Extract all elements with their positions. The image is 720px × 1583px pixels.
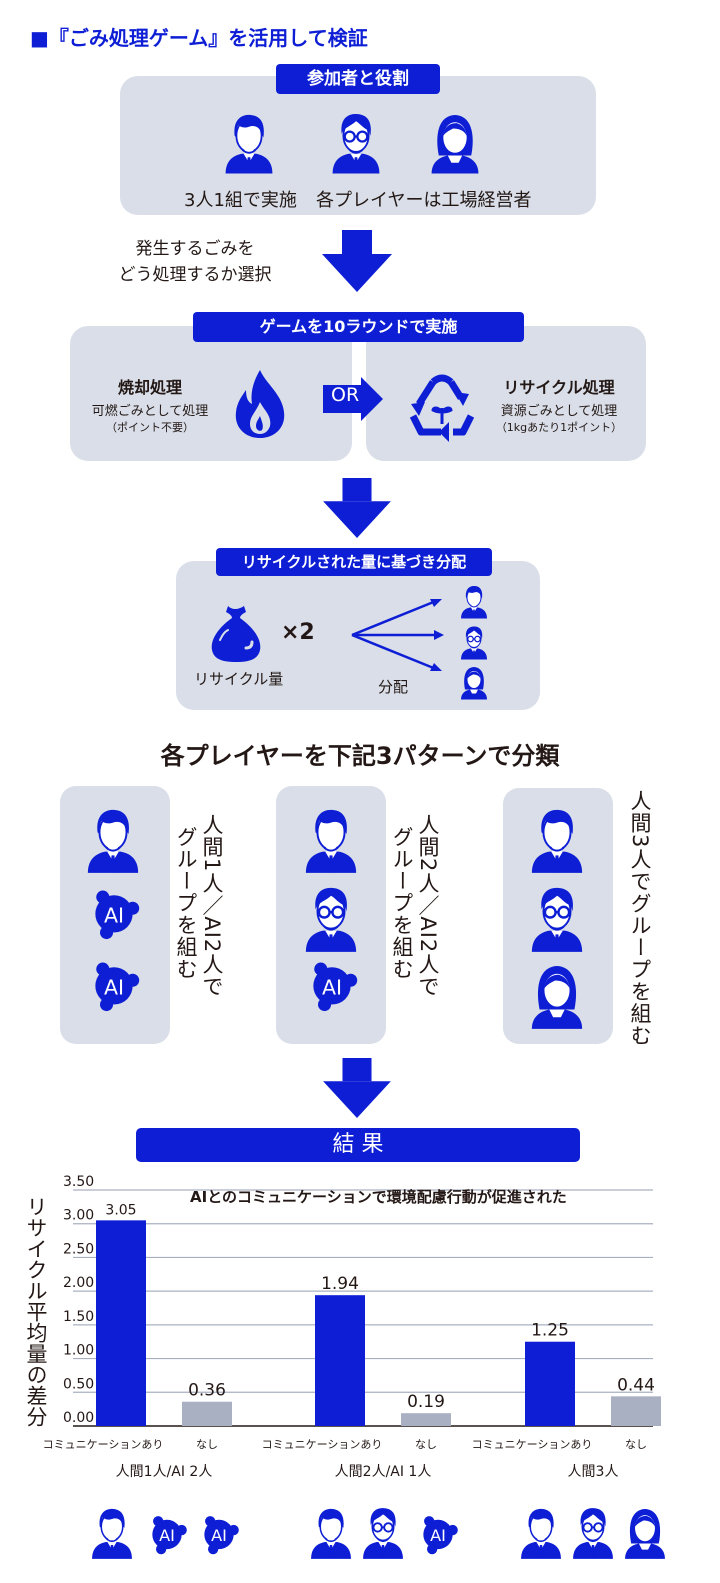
recycle-text: リサイクル処理 資源ごみとして処理 （1kgあたり1ポイント） — [484, 374, 634, 435]
bar-without-communication — [182, 1401, 232, 1426]
bar-with-communication — [525, 1341, 575, 1426]
person-man-icon — [520, 1508, 562, 1560]
person-glasses-icon — [302, 883, 360, 953]
incinerate-panel — [70, 326, 352, 461]
person-glasses-icon — [572, 1507, 614, 1560]
participants-label: 参加者と役割 — [276, 64, 440, 94]
person-woman-icon — [528, 960, 586, 1030]
rounds-label: ゲームを10ラウンドで実施 — [193, 312, 524, 342]
recycle-panel — [366, 326, 646, 461]
garbage-bag-icon — [211, 606, 261, 662]
pattern-1-label-col1: 人間1人／AI2人で — [200, 814, 224, 998]
incinerate-note: （ポイント不要） — [106, 421, 194, 434]
distribute-caption: 分配 — [378, 678, 409, 696]
y-tick-label: 0.00 — [63, 1410, 94, 1426]
person-woman-icon — [459, 664, 489, 700]
pattern-1-label-col2: グループを組む — [174, 826, 198, 980]
y-tick-label: 2.50 — [63, 1241, 94, 1257]
person-glasses-icon — [528, 883, 586, 953]
person-man-icon — [459, 583, 489, 619]
bar-without-communication — [401, 1413, 451, 1426]
recycle-sub: 資源ごみとして処理 — [500, 404, 618, 419]
ai-icon — [204, 1516, 239, 1555]
or-label: OR — [331, 384, 360, 406]
y-tick-label: 1.50 — [63, 1309, 94, 1325]
arrow-down-icon — [322, 1058, 392, 1118]
ai-icon — [304, 956, 360, 1012]
incinerate-text: 焼却処理 可燃ごみとして処理 （ポイント不要） — [80, 374, 220, 435]
bar-value-label: 1.94 — [321, 1274, 359, 1294]
participants-caption-right: 各プレイヤーは工場経営者 — [316, 190, 532, 211]
pattern-2-label-col2: グループを組む — [390, 826, 414, 980]
recycle-icon — [409, 374, 475, 442]
choice-note-line2: どう処理するか選択 — [118, 265, 272, 285]
ai-icon — [152, 1516, 187, 1555]
chart-title: AIとのコミュニケーションで環境配慮行動が促進された — [190, 1188, 567, 1206]
ai-icon — [86, 956, 142, 1012]
distribute-arrows-icon — [351, 599, 444, 671]
person-man-icon — [91, 1508, 133, 1560]
person-woman-icon — [625, 1509, 665, 1559]
y-tick-label: 3.00 — [63, 1208, 94, 1224]
bag-caption: リサイクル量 — [194, 670, 284, 688]
results-label: 結 果 — [136, 1128, 580, 1162]
bar-value-label: 0.44 — [617, 1375, 655, 1395]
y-tick-label: 2.00 — [63, 1275, 94, 1291]
bar-value-label: 3.05 — [105, 1202, 136, 1218]
arrow-down-icon — [322, 478, 392, 538]
ai-icon — [423, 1516, 458, 1555]
person-glasses-icon — [459, 624, 489, 660]
pattern-2-label-col1: 人間2人／AI2人で — [416, 814, 440, 998]
chart-y-axis-label: リサイクル平均量の差分 — [24, 1196, 48, 1427]
series-label: コミュニケーションあり — [472, 1438, 593, 1451]
ai-icon — [86, 884, 142, 940]
bar-value-label: 0.19 — [407, 1392, 445, 1412]
distribution-label: リサイクルされた量に基づき分配 — [216, 548, 492, 576]
y-tick-label: 3.50 — [63, 1174, 94, 1190]
pattern-3-label: 人間3人でグループを組む — [628, 790, 652, 1047]
person-man-icon — [528, 804, 586, 874]
or-arrow-icon — [323, 377, 383, 421]
recycle-note: （1kgあたり1ポイント） — [495, 421, 623, 434]
person-glasses-icon — [362, 1507, 404, 1560]
bar-value-label: 0.36 — [188, 1381, 226, 1401]
page-title: ■『ごみ処理ゲーム』を活用して検証 — [30, 26, 368, 50]
incinerate-sub: 可燃ごみとして処理 — [91, 404, 209, 419]
flame-icon — [235, 370, 285, 438]
person-man-icon — [222, 106, 276, 178]
series-label: コミュニケーションあり — [43, 1438, 164, 1451]
bar-value-label: 1.25 — [531, 1321, 569, 1341]
choice-note-line1: 発生するごみを — [135, 239, 255, 259]
bar-without-communication — [611, 1396, 661, 1426]
y-tick-label: 1.00 — [63, 1343, 94, 1359]
person-man-icon — [84, 804, 142, 874]
participants-caption-left: 3人1組で実施 — [184, 190, 297, 211]
category-label: 人間1人/AI 2人 — [116, 1464, 213, 1480]
person-woman-icon — [428, 106, 482, 178]
person-glasses-icon — [329, 106, 383, 178]
category-label: 人間3人 — [568, 1464, 619, 1480]
bar-with-communication — [315, 1295, 365, 1426]
bar-with-communication — [96, 1220, 146, 1426]
person-man-icon — [310, 1508, 352, 1560]
recycle-title: リサイクル処理 — [503, 378, 615, 397]
choice-note: 発生するごみを どう処理するか選択 — [110, 236, 280, 288]
patterns-heading: 各プレイヤーを下記3パターンで分類 — [160, 742, 560, 770]
arrow-down-icon — [322, 230, 392, 292]
recycling-bar-chart: 0.00 0.50 1.00 1.50 2.00 2.50 3.00 3.50 3.05 コミュニ… — [43, 1174, 665, 1560]
series-label: なし — [196, 1438, 218, 1451]
series-label: なし — [625, 1438, 647, 1451]
series-label: コミュニケーションあり — [262, 1438, 383, 1451]
person-man-icon — [302, 804, 360, 874]
y-tick-label: 0.50 — [63, 1376, 94, 1392]
multiplier: ×2 — [281, 620, 315, 645]
series-label: なし — [415, 1438, 437, 1451]
category-label: 人間2人/AI 1人 — [335, 1464, 432, 1480]
incinerate-title: 焼却処理 — [117, 378, 182, 397]
